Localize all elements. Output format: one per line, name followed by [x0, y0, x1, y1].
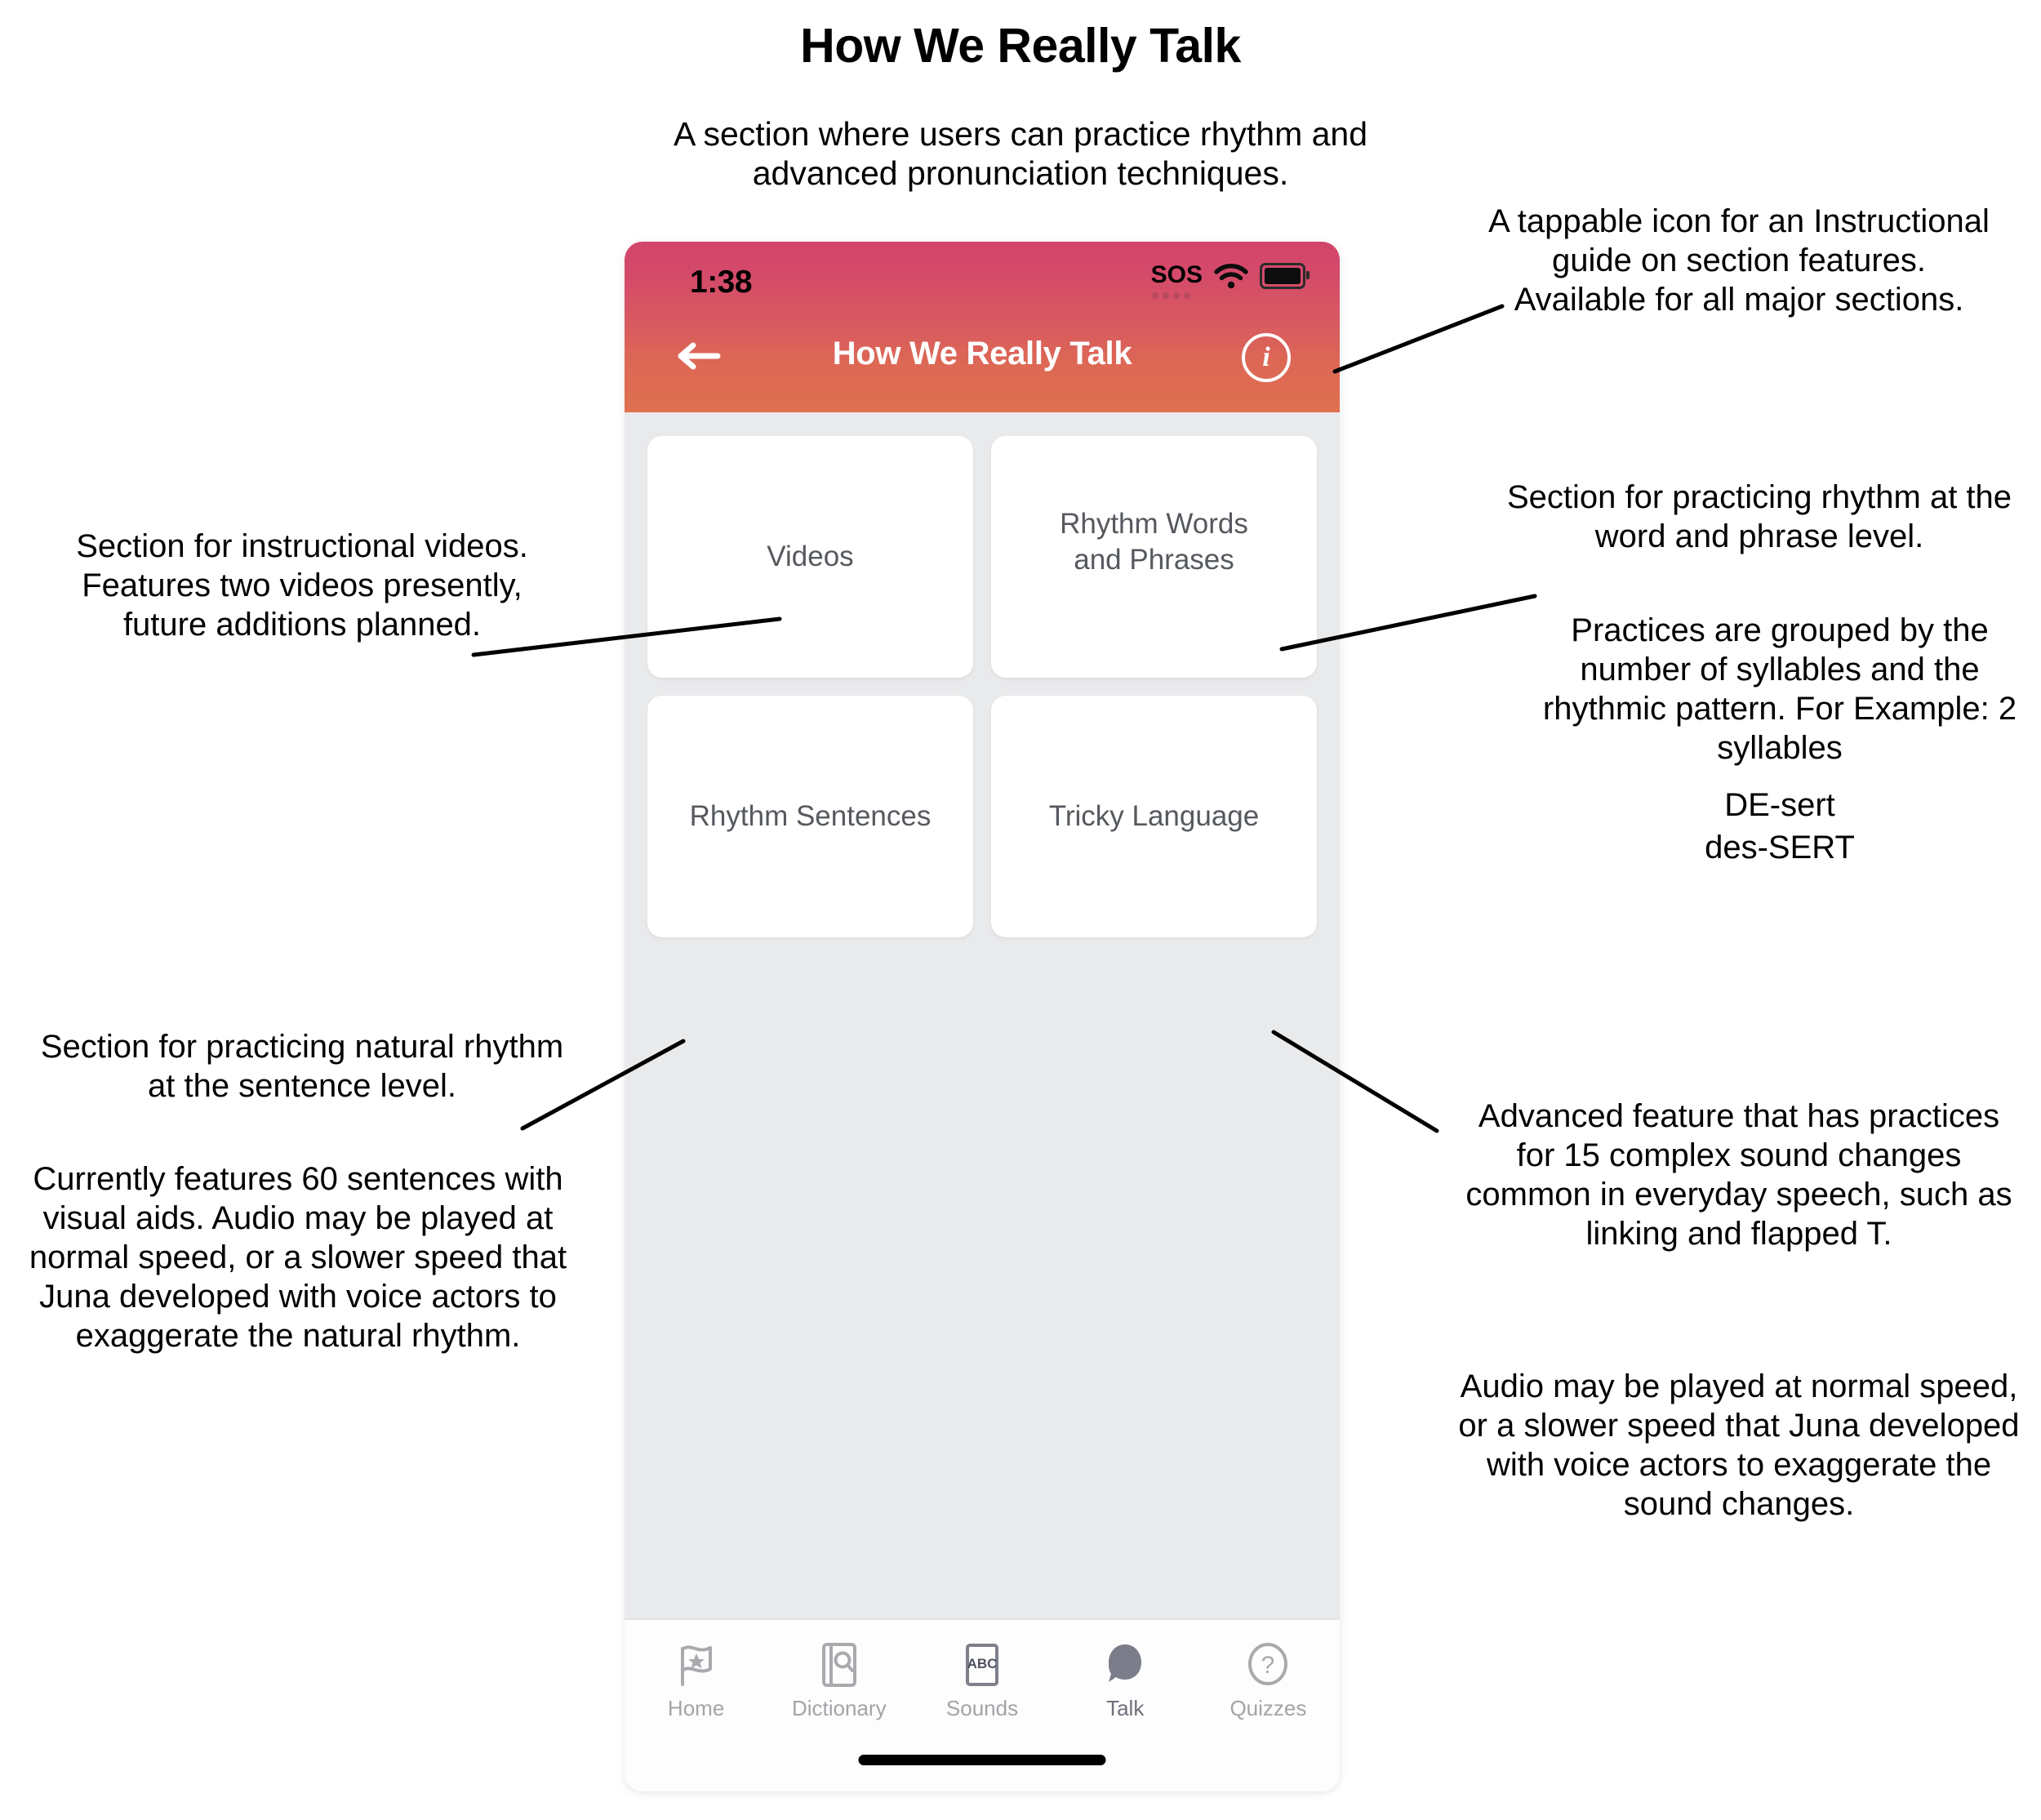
annotation-info-icon: A tappable icon for an Instructional gui…: [1488, 203, 1990, 318]
tile-videos[interactable]: Videos: [647, 436, 973, 678]
sos-label: SOS: [1150, 261, 1203, 288]
abc-card-icon: ABC: [962, 1640, 1003, 1690]
bottom-tab-bar: Home Dictionary ABC: [625, 1618, 1340, 1791]
tile-label: Videos: [767, 541, 854, 573]
annotation-rhythm-sentences-level: Section for practicing natural rhythm at…: [40, 1029, 564, 1104]
phone-header-bar: 1:38 SOS How We Really Talk i: [625, 242, 1340, 412]
tab-sounds[interactable]: ABC Sounds: [910, 1640, 1053, 1721]
sos-icon: SOS: [1150, 261, 1203, 299]
cellular-dots-icon: [1151, 292, 1190, 299]
annotation-rhythm-sentences-detail: Currently features 60 sentences with vis…: [29, 1161, 567, 1354]
back-arrow-icon[interactable]: [677, 340, 723, 372]
svg-text:?: ?: [1261, 1652, 1275, 1679]
phone-content-area: Videos Rhythm Words and Phrases Rhythm S…: [625, 412, 1340, 1618]
info-icon[interactable]: i: [1242, 333, 1291, 382]
annotation-rhythm-words-grouping: Practices are grouped by the number of s…: [1542, 612, 2017, 766]
tab-quizzes[interactable]: ? Quizzes: [1197, 1640, 1340, 1721]
battery-icon: [1260, 263, 1310, 289]
question-circle-icon: ?: [1245, 1640, 1291, 1690]
speech-bubble-icon: [1102, 1640, 1148, 1690]
annotation-videos: Section for instructional videos. Featur…: [76, 528, 528, 643]
tile-rhythm-words-and-phrases[interactable]: Rhythm Words and Phrases: [991, 436, 1317, 678]
svg-text:ABC: ABC: [967, 1656, 998, 1671]
page-title: How We Really Talk: [800, 19, 1241, 73]
tab-label: Talk: [1106, 1696, 1145, 1720]
annotation-rhythm-words-example-2: des-SERT: [1705, 830, 1855, 866]
tile-label: Tricky Language: [1048, 800, 1260, 833]
tab-dictionary[interactable]: Dictionary: [767, 1640, 910, 1721]
tab-label: Sounds: [945, 1696, 1019, 1720]
phone-mockup: 1:38 SOS How We Really Talk i: [625, 242, 1340, 1791]
flag-star-icon: [674, 1640, 718, 1690]
tile-tricky-language[interactable]: Tricky Language: [991, 696, 1317, 937]
wifi-icon: [1214, 263, 1248, 289]
tile-label: Rhythm Words and Phrases: [1060, 508, 1248, 576]
annotation-rhythm-words-level: Section for practicing rhythm at the wor…: [1506, 479, 2012, 554]
book-search-icon: [819, 1640, 860, 1690]
annotation-tricky-language-detail: Advanced feature that has practices for …: [1465, 1098, 2012, 1252]
tab-talk[interactable]: Talk: [1054, 1640, 1197, 1721]
tab-label: Quizzes: [1229, 1696, 1307, 1720]
status-bar-icons: SOS: [1150, 261, 1310, 299]
page-subtitle: A section where users can practice rhyth…: [673, 115, 1368, 193]
tab-label: Dictionary: [792, 1696, 887, 1720]
annotation-rhythm-words-example-1: DE-sert: [1724, 787, 1835, 823]
status-bar-time: 1:38: [690, 265, 753, 300]
tile-rhythm-sentences[interactable]: Rhythm Sentences: [647, 696, 973, 937]
tile-label: Rhythm Sentences: [689, 800, 932, 833]
tile-grid: Videos Rhythm Words and Phrases Rhythm S…: [647, 436, 1317, 937]
annotation-tricky-language-audio: Audio may be played at normal speed, or …: [1458, 1368, 2020, 1522]
info-icon-letter: i: [1262, 342, 1270, 372]
nav-title: How We Really Talk: [832, 336, 1132, 372]
tab-home[interactable]: Home: [625, 1640, 767, 1721]
tab-label: Home: [667, 1696, 725, 1720]
home-indicator: [858, 1755, 1106, 1765]
leader-line-info-icon: [1332, 304, 1505, 374]
